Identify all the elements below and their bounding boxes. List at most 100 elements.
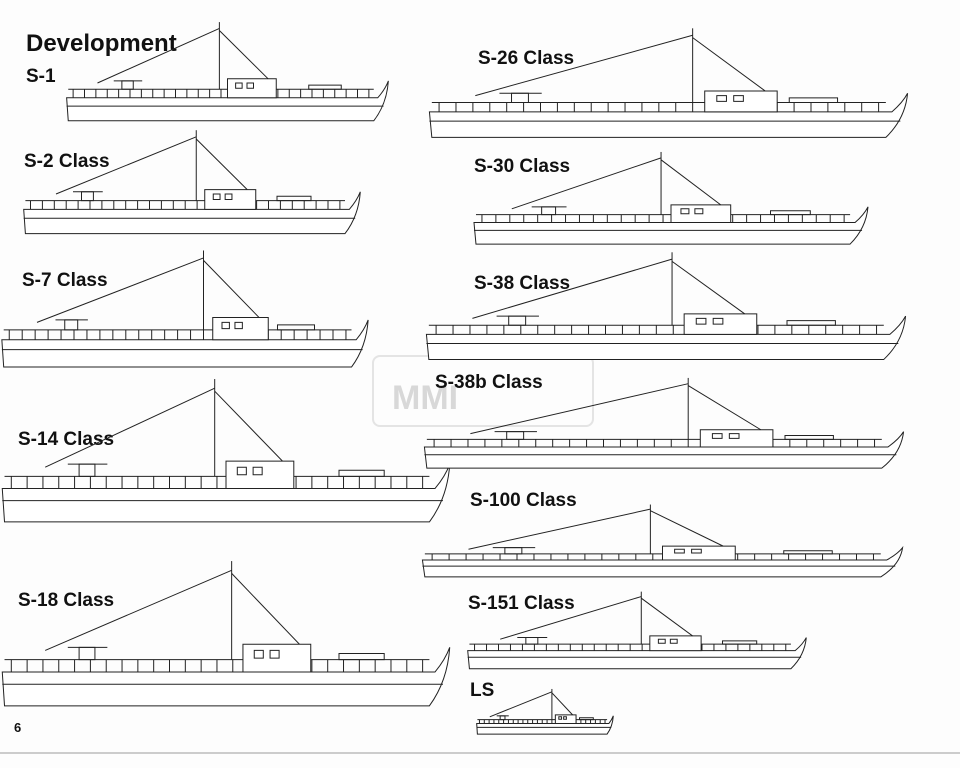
bridge-window [695,209,703,214]
bridge-window [564,717,567,719]
hull [24,192,361,234]
stay-line [650,511,723,546]
antenna-wire [500,597,641,640]
stay-line [693,38,765,91]
deck-house [580,718,594,720]
deck-house [787,321,835,326]
bridge-window [247,83,254,88]
bridge-window [237,467,246,475]
deck-gun [65,320,78,330]
page-edge [0,752,960,754]
deck-gun [505,548,522,554]
label-s151: S-151 Class [468,593,575,614]
ship-drawing-s18 [0,558,452,712]
stay-line [232,573,300,644]
label-s18: S-18 Class [18,590,115,611]
deck-gun [526,638,538,645]
deck-house [784,551,833,554]
label-ls: LS [470,680,495,701]
ship-drawing-s100 [420,503,905,580]
deck-house [309,85,342,89]
hull [424,432,903,468]
antenna-wire [56,137,196,194]
hull [426,316,905,359]
bridge-window [222,322,229,328]
ship-drawing-s38 [424,250,908,364]
deck-gun [79,464,95,476]
deck-gun [512,93,529,102]
bridge-window [712,434,722,439]
label-s38b: S-38b Class [435,372,543,393]
antenna-wire [45,570,231,650]
ship-drawing-s26 [427,26,910,142]
antenna-wire [512,158,661,209]
bridge-window [236,83,243,88]
deck-gun [82,192,94,201]
ship-drawing-s2 [22,128,362,238]
bridge-window [681,209,689,214]
deck-house [771,211,811,215]
page-heading: Development [26,30,177,57]
stay-line [215,391,283,461]
stay-line [641,598,692,636]
deck-gun [509,316,526,325]
hull [67,81,389,121]
hull [429,93,907,137]
bridge-window [734,96,744,102]
bridge-window [213,194,220,200]
deck-gun [79,647,95,659]
label-s2: S-2 Class [24,151,110,172]
bridge-window [729,434,739,439]
deck-house [339,470,384,476]
ship-drawing-s151 [466,590,808,672]
bridge-window [692,549,702,553]
deck-gun [507,432,524,440]
antenna-wire [490,692,552,717]
bridge-window [670,639,677,643]
bridge-window [270,650,279,658]
bridge-window [235,322,242,328]
label-s100: S-100 Class [470,490,577,511]
antenna-wire [45,388,215,467]
ship-drawing-s7 [0,248,370,372]
antenna-wire [472,259,672,318]
deck-house [785,436,833,440]
hull [477,716,614,734]
label-s7: S-7 Class [22,270,108,291]
stay-line [661,160,721,205]
label-s14: S-14 Class [18,429,115,450]
bridge-window [559,717,562,719]
stay-line [204,260,260,317]
hull [474,207,868,244]
stay-line [552,693,573,715]
antenna-wire [469,509,651,549]
bridge-window [225,194,232,200]
stay-line [219,31,268,79]
ship-drawing-s30 [472,150,870,248]
bridge-window [713,318,723,324]
ship-drawing-ls [476,688,614,736]
bridge-window [658,639,665,643]
label-s1: S-1 [26,66,56,87]
page-number: 6 [14,720,22,735]
bridge-window [253,467,262,475]
bridge-window [675,549,685,553]
label-s26: S-26 Class [478,48,575,69]
stay-line [672,261,745,313]
hull [422,548,902,577]
deck-house [723,641,757,644]
hull [468,638,807,669]
bridge-window [717,96,727,102]
deck-house [339,653,384,659]
label-s38: S-38 Class [474,273,571,294]
hull [2,647,449,706]
antenna-wire [98,28,220,83]
hull [2,320,368,367]
antenna-wire [475,35,692,95]
deck-house [278,325,315,330]
bridge-window [254,650,263,658]
bridge-window [696,318,706,324]
deck-gun [122,81,133,89]
ship-drawing-s38b [422,376,906,472]
watermark-text: MMI [392,379,459,417]
